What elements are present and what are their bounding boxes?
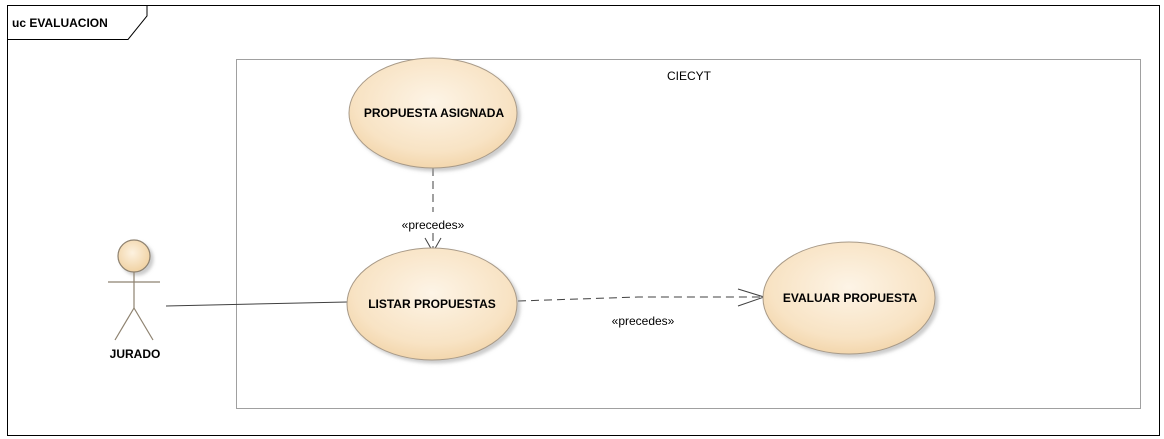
actor-jurado[interactable]: JURADO [108,239,161,361]
usecase-ellipse [348,57,518,169]
diagram-frame: uc EVALUACION [7,5,1160,436]
usecase-ellipse [346,247,518,361]
precedes-label-1: «precedes» [402,218,465,232]
precedes-dependency-2: «precedes» [517,288,766,328]
actor-head [117,239,151,273]
usecase-label: PROPUESTA ASIGNADA [364,106,505,120]
usecase-listar-propuestas[interactable]: LISTAR PROPUESTAS [346,247,518,361]
actor-right-leg [133,307,154,341]
actor-name: JURADO [110,347,161,361]
usecase-propuesta-asignada[interactable]: PROPUESTA ASIGNADA [348,57,518,169]
usecase-ellipse [762,241,936,355]
actor-left-leg [114,307,135,341]
precedes-label-2: «precedes» [612,314,675,328]
usecase-label: EVALUAR PROPUESTA [783,291,918,305]
association-line [165,301,348,307]
frame-title: uc EVALUACION [12,16,108,30]
dependency-line [517,296,764,302]
usecase-label: LISTAR PROPUESTAS [368,297,496,311]
usecase-evaluar-propuesta[interactable]: EVALUAR PROPUESTA [762,241,936,355]
system-name: CIECYT [667,69,712,83]
